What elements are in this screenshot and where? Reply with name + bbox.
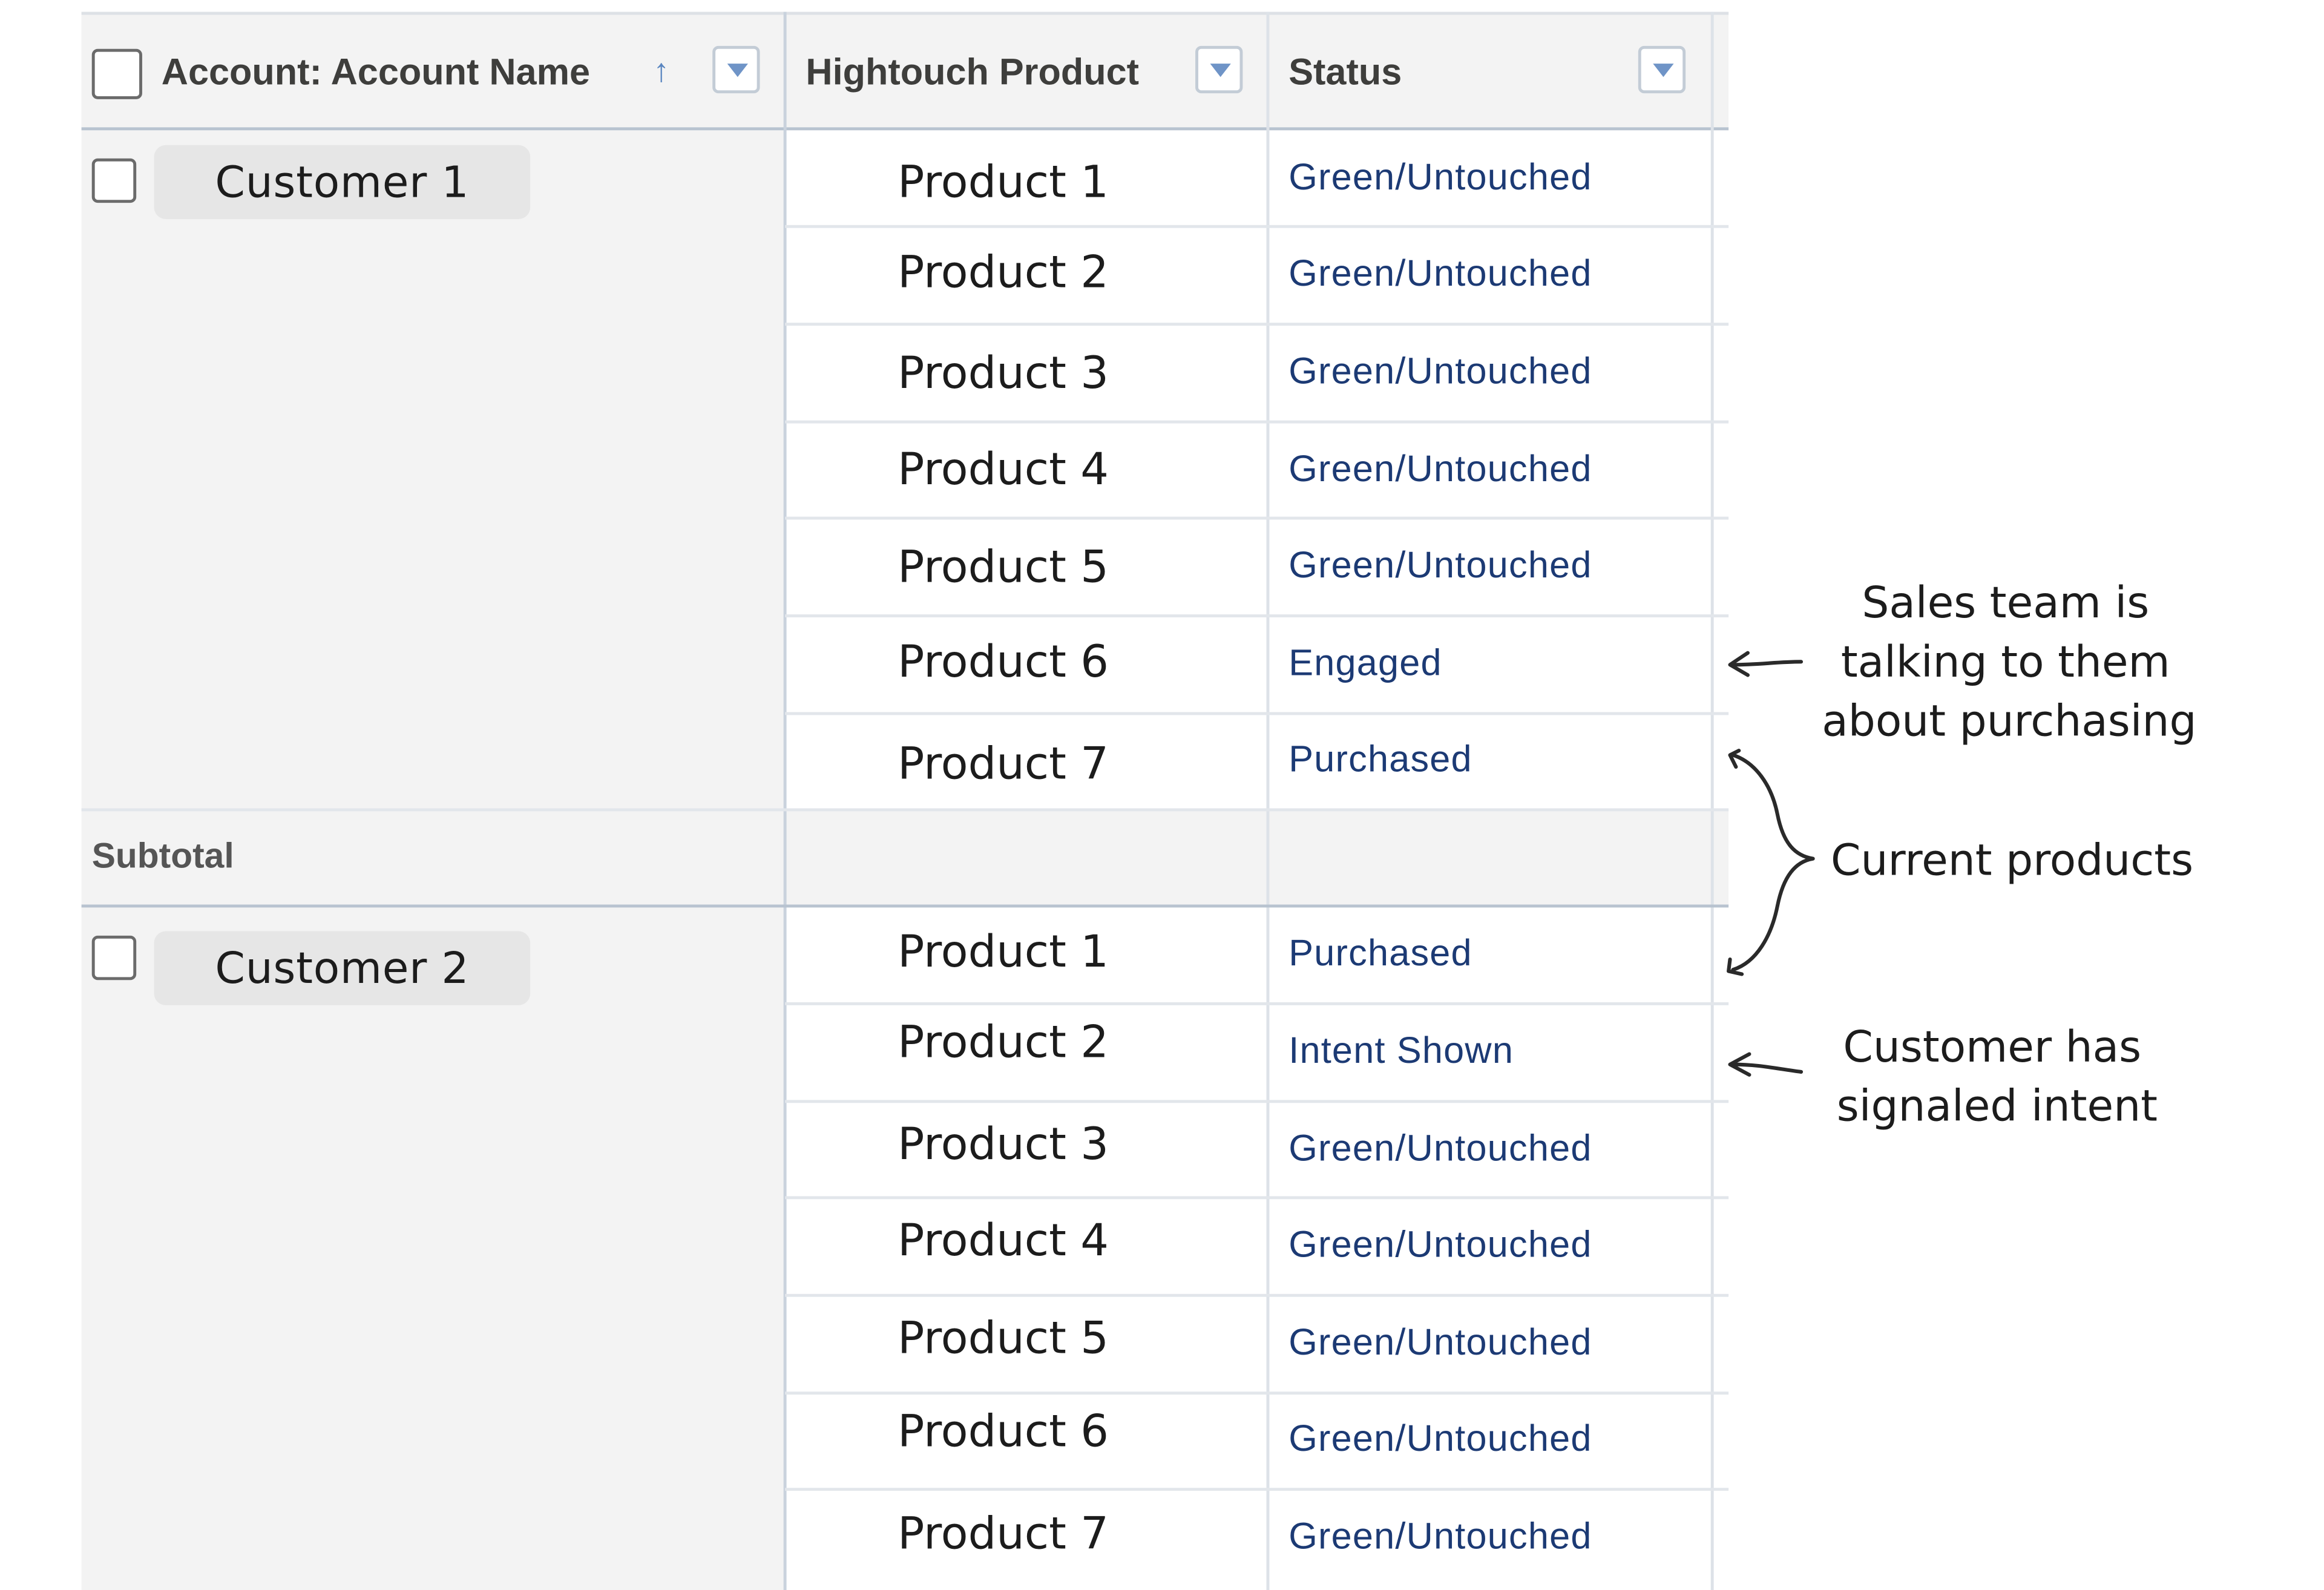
row-divider <box>785 323 1729 326</box>
column-divider <box>783 11 787 1590</box>
product-cell: Product 1 <box>898 927 1109 979</box>
status-cell: Green/Untouched <box>1288 1516 1592 1558</box>
arrow-intent <box>1731 1062 1804 1074</box>
product-cell: Product 4 <box>898 1215 1109 1267</box>
column-header-account-name[interactable]: Account: Account Name <box>161 51 591 94</box>
status-cell: Green/Untouched <box>1288 1322 1592 1364</box>
row-checkbox[interactable] <box>91 158 137 203</box>
product-cell: Product 2 <box>898 1017 1109 1069</box>
column-header-status[interactable]: Status <box>1288 51 1402 94</box>
row-divider <box>785 1002 1729 1005</box>
row-divider <box>785 225 1729 228</box>
product-cell: Product 4 <box>898 444 1109 496</box>
column-header-hightouch-product[interactable]: Hightouch Product <box>806 51 1140 94</box>
select-all-checkbox[interactable] <box>91 48 142 99</box>
product-cell: Product 1 <box>898 157 1109 209</box>
annotation-line: signaled intent <box>1836 1080 2158 1131</box>
row-divider <box>785 1100 1729 1103</box>
product-cell: Product 6 <box>898 1406 1109 1459</box>
account-name-customer-2[interactable]: Customer 2 <box>154 931 531 1005</box>
row-divider <box>785 420 1729 424</box>
product-cell: Product 5 <box>898 1313 1109 1365</box>
row-divider <box>785 516 1729 520</box>
row-divider <box>785 1293 1729 1297</box>
annotation-line: Customer has <box>1843 1021 2142 1072</box>
status-cell: Green/Untouched <box>1288 350 1592 393</box>
status-cell: Green/Untouched <box>1288 253 1592 295</box>
chevron-down-icon[interactable] <box>712 45 760 94</box>
chevron-down-icon[interactable] <box>1638 45 1686 94</box>
subtotal-row-bg <box>785 809 1729 906</box>
status-cell: Green/Untouched <box>1288 1128 1592 1170</box>
status-cell: Engaged <box>1288 642 1442 685</box>
status-cell: Intent Shown <box>1288 1030 1514 1072</box>
row-divider <box>785 712 1729 715</box>
account-column-bg <box>81 11 786 1590</box>
subtotal-label: Subtotal <box>91 836 234 877</box>
row-divider <box>785 1391 1729 1395</box>
row-divider <box>81 904 1729 908</box>
product-cell: Product 6 <box>898 636 1109 689</box>
row-divider <box>785 1196 1729 1200</box>
arrow-engaged <box>1731 660 1804 667</box>
product-cell: Product 7 <box>898 738 1109 791</box>
product-cell: Product 2 <box>898 247 1109 300</box>
status-cell: Purchased <box>1288 738 1472 781</box>
arrow-up-icon[interactable]: ↑ <box>653 51 670 89</box>
status-cell: Green/Untouched <box>1288 448 1592 490</box>
row-divider <box>785 1488 1729 1491</box>
annotation-line: about purchasing <box>1822 695 2197 746</box>
brace-current-products <box>1731 753 1815 972</box>
chevron-down-icon[interactable] <box>1195 45 1243 94</box>
product-cell: Product 7 <box>898 1508 1109 1561</box>
annotation-sales-team: Sales team is talking to them about purc… <box>1822 573 2197 751</box>
product-cell: Product 5 <box>898 542 1109 594</box>
product-cell: Product 3 <box>898 347 1109 400</box>
product-cell: Product 3 <box>898 1119 1109 1171</box>
account-name-customer-1[interactable]: Customer 1 <box>154 145 531 220</box>
status-cell: Green/Untouched <box>1288 157 1592 199</box>
annotation-line: Sales team is <box>1862 577 2150 628</box>
status-cell: Green/Untouched <box>1288 1224 1592 1266</box>
annotation-current-products: Current products <box>1830 835 2194 885</box>
annotation-intent: Customer has signaled intent <box>1836 1017 2158 1135</box>
row-checkbox[interactable] <box>91 935 137 981</box>
annotation-line: talking to them <box>1840 636 2170 687</box>
status-cell: Purchased <box>1288 932 1472 974</box>
row-divider <box>81 808 1729 812</box>
status-cell: Green/Untouched <box>1288 1418 1592 1460</box>
column-divider <box>1266 11 1270 1590</box>
table-header <box>81 11 1729 131</box>
row-divider <box>785 614 1729 617</box>
column-divider <box>1710 11 1714 1590</box>
status-cell: Green/Untouched <box>1288 545 1592 586</box>
